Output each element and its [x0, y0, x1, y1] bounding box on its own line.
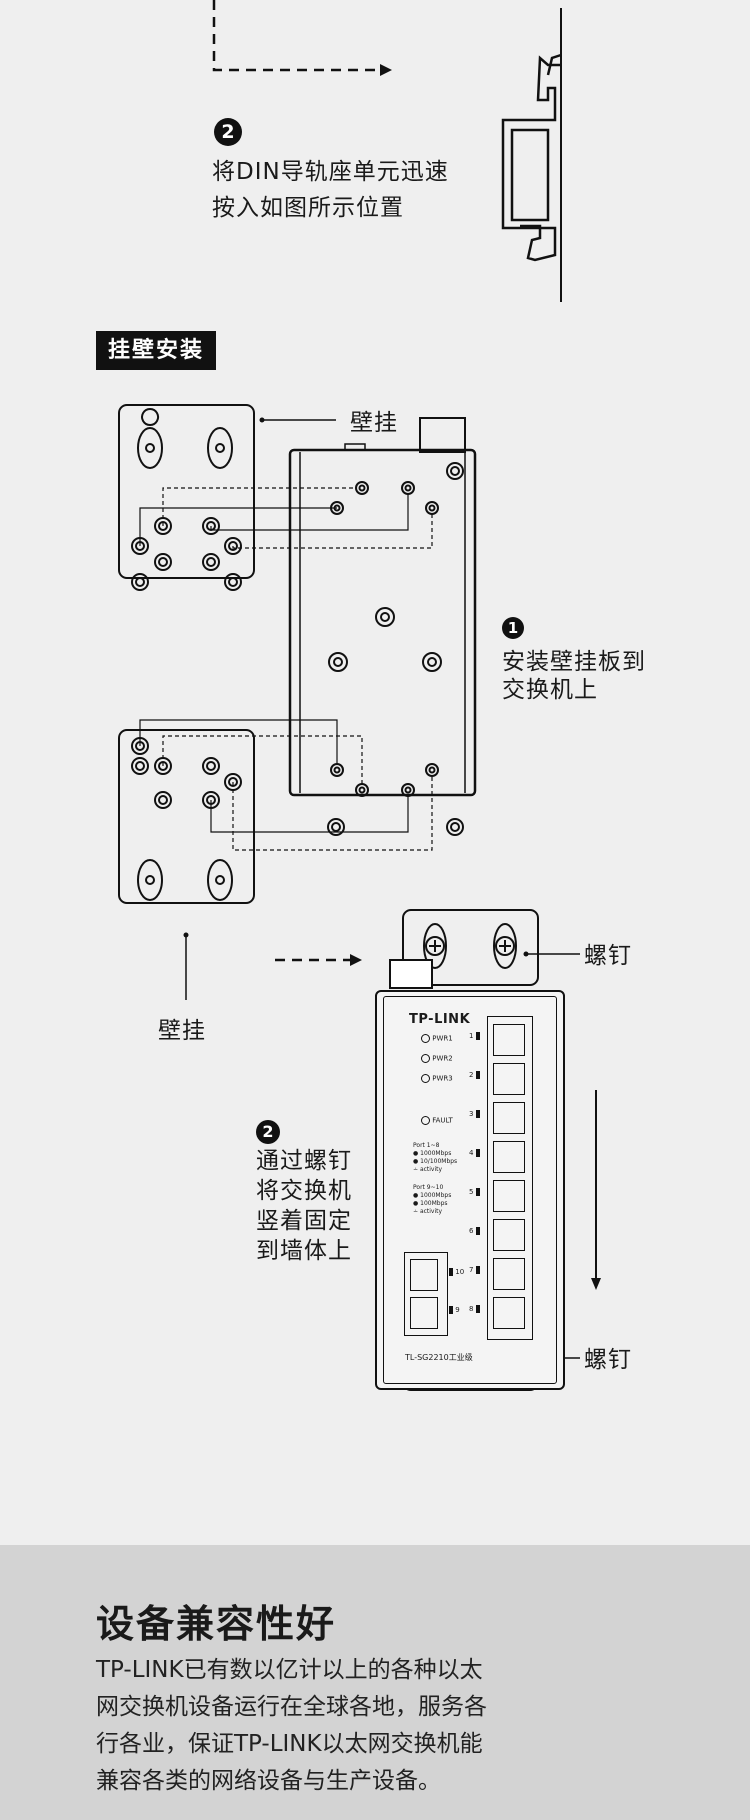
port-3-label: 3 [469, 1110, 474, 1118]
compat-line-1: TP-LINK已有数以亿计以上的各种以太 [96, 1657, 483, 1683]
din-step-line-2: 按入如图所示位置 [212, 195, 404, 221]
led-pwr3: PWR3 [421, 1074, 453, 1083]
din-step-line-1: 将DIN导轨座单元迅速 [212, 159, 449, 185]
pg1-legend-2: 10/100Mbps [420, 1158, 458, 1165]
port-group-2-title: Port 9~10 [413, 1184, 444, 1191]
switch-front-panel: TP-LINK PWR1 PWR2 PWR3 FAULT Port 1~8 [375, 990, 565, 1390]
led-fault-label: FAULT [432, 1116, 453, 1125]
pg1-legend-3: activity [419, 1166, 443, 1173]
din-rail-diagram [212, 0, 562, 302]
wall-step2-line-1: 通过螺钉 [256, 1148, 352, 1174]
port-group-1-title: Port 1~8 [413, 1142, 440, 1149]
sfp-port-9-label: 9 [455, 1306, 460, 1314]
rj45-port-3 [493, 1102, 525, 1134]
port-6-label: 6 [469, 1227, 474, 1235]
led-pwr2: PWR2 [421, 1054, 453, 1063]
pg2-legend-3: activity [419, 1208, 443, 1215]
port-7-label: 7 [469, 1266, 474, 1274]
sfp-cage [404, 1252, 448, 1336]
rj45-port-7 [493, 1258, 525, 1290]
led-pwr1-label: PWR1 [432, 1034, 453, 1043]
port-group-1-legend: Port 1~8 ● 1000Mbps ● 10/100Mbps ∸ activ… [413, 1142, 458, 1173]
port-1-label: 1 [469, 1032, 474, 1040]
wall-mount-tag: 挂壁安装 [96, 331, 216, 370]
wall-step1-line-1: 安装壁挂板到 [502, 649, 646, 675]
compat-paragraph: TP-LINK已有数以亿计以上的各种以太 网交换机设备运行在全球各地，服务各 行… [96, 1652, 536, 1800]
compat-line-2: 网交换机设备运行在全球各地，服务各 [96, 1694, 487, 1720]
compat-title: 设备兼容性好 [96, 1602, 337, 1646]
port-5-label: 5 [469, 1188, 474, 1196]
wall-step2-line-2: 将交换机 [256, 1178, 352, 1204]
rj45-port-1 [493, 1024, 525, 1056]
rj45-port-8 [493, 1297, 525, 1329]
pg2-legend-2: 100Mbps [420, 1200, 448, 1207]
compat-line-4: 兼容各类的网络设备与生产设备。 [96, 1768, 441, 1794]
bracket-label-bottom: 壁挂 [158, 1018, 206, 1044]
pg1-legend-1: 1000Mbps [420, 1150, 452, 1157]
model-label: TL-SG2210工业级 [405, 1353, 473, 1362]
port-2-label: 2 [469, 1071, 474, 1079]
pg2-legend-1: 1000Mbps [420, 1192, 452, 1199]
sfp-port-10-label: 10 [455, 1268, 465, 1276]
compatibility-section [0, 1545, 750, 1820]
rj45-column [487, 1016, 533, 1340]
rj45-port-6 [493, 1219, 525, 1251]
screw-label-top: 螺钉 [584, 943, 632, 969]
screw-label-bottom: 螺钉 [584, 1347, 632, 1373]
bracket-label-top: 壁挂 [350, 410, 398, 436]
compat-line-3: 行各业，保证TP-LINK以太网交换机能 [96, 1731, 483, 1757]
port-group-2-legend: Port 9~10 ● 1000Mbps ● 100Mbps ∸ activit… [413, 1184, 452, 1215]
led-pwr1: PWR1 [421, 1034, 453, 1043]
wall-step2-line-4: 到墙体上 [256, 1238, 352, 1264]
wall-step2-line-3: 竖着固定 [256, 1208, 352, 1234]
rj45-port-5 [493, 1180, 525, 1212]
led-pwr3-label: PWR3 [432, 1074, 453, 1083]
installation-section: 2 将DIN导轨座单元迅速 按入如图所示位置 挂壁安装 [96, 0, 646, 1391]
rj45-port-4 [493, 1141, 525, 1173]
port-4-label: 4 [469, 1149, 474, 1157]
wall-step1-line-2: 交换机上 [502, 677, 598, 703]
step-2-wall-badge: 2 [256, 1120, 280, 1144]
step-2-badge: 2 [214, 118, 242, 146]
rj45-port-2 [493, 1063, 525, 1095]
led-pwr2-label: PWR2 [432, 1054, 453, 1063]
led-fault: FAULT [421, 1116, 453, 1125]
port-8-label: 8 [469, 1305, 474, 1313]
brand-logo: TP-LINK [409, 1012, 471, 1027]
step-1-badge: 1 [502, 617, 524, 639]
